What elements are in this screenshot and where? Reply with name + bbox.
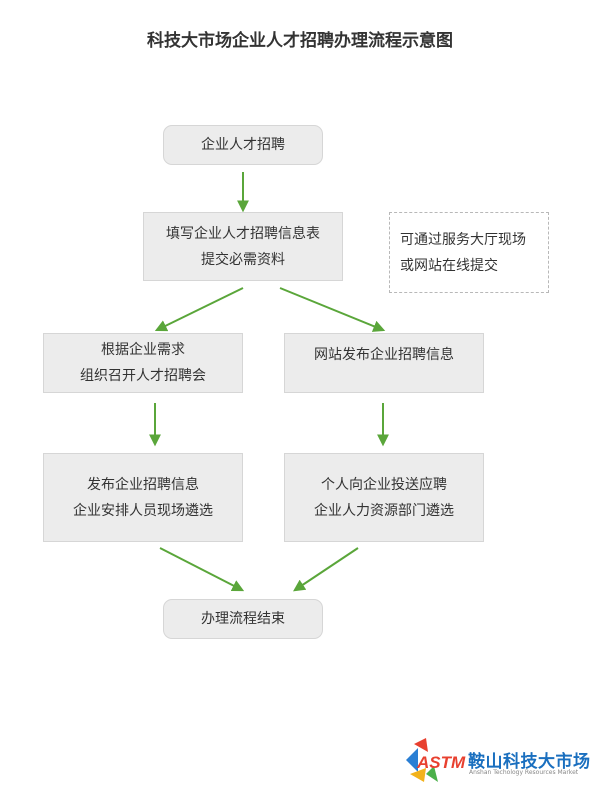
note-line-1: 可通过服务大厅现场 [400,231,526,248]
arrow-form-to-website [279,287,386,332]
astm-logo-icon: ASTM [406,738,466,782]
node-start-text: 企业人才招聘 [201,137,285,153]
note-submission-methods: 可通过服务大厅现场 或网站在线提交 [389,212,549,293]
node-fair-select-line-2: 企业安排人员现场遴选 [73,502,213,519]
node-fair-select: 发布企业招聘信息 企业安排人员现场遴选 [43,453,243,542]
node-website-post-text: 网站发布企业招聘信息 [314,347,454,363]
node-fill-form-line-2: 提交必需资料 [201,251,285,268]
node-end-text: 办理流程结束 [201,611,285,627]
node-fill-form-line-1: 填写企业人才招聘信息表 [166,225,320,242]
node-end: 办理流程结束 [163,599,323,639]
node-website-post: 网站发布企业招聘信息 [284,333,484,393]
node-online-select-line-2: 企业人力资源部门遴选 [314,502,454,519]
logo-mark-text: ASTM [416,753,466,772]
logo-subtitle: Anshan Techology Resources Market [469,769,579,776]
arrow-fairselect-to-end [159,547,245,592]
node-fill-form: 填写企业人才招聘信息表 提交必需资料 [143,212,343,281]
note-line-2: 或网站在线提交 [400,257,498,274]
arrow-onlineselect-to-end [293,547,359,592]
node-job-fair: 根据企业需求 组织召开人才招聘会 [43,333,243,393]
node-start: 企业人才招聘 [163,125,323,165]
node-job-fair-line-2: 组织召开人才招聘会 [80,368,206,384]
node-online-select-line-1: 个人向企业投送应聘 [321,476,447,493]
arrow-form-to-fair [154,287,244,332]
node-fair-select-line-1: 发布企业招聘信息 [87,476,199,493]
node-online-select: 个人向企业投送应聘 企业人力资源部门遴选 [284,453,484,542]
page-title: 科技大市场企业人才招聘办理流程示意图 [147,31,453,51]
logo-name: 鞍山科技大市场 [468,752,591,772]
node-job-fair-line-1: 根据企业需求 [101,342,185,358]
